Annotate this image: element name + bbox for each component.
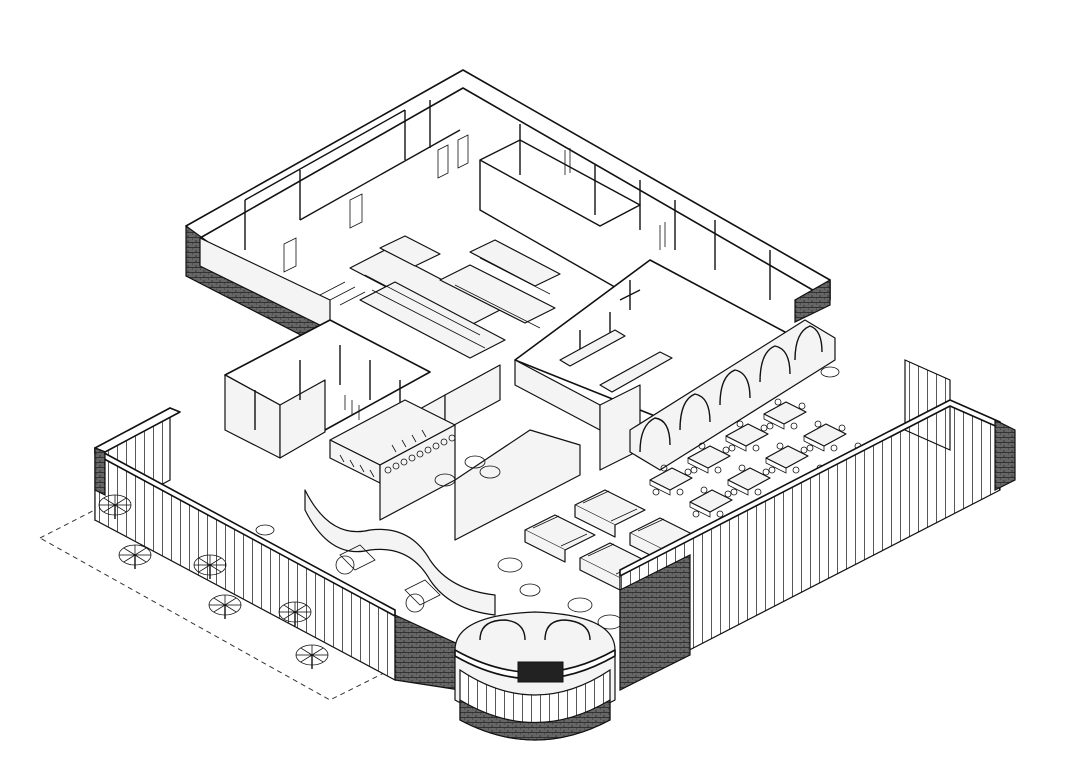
reception-desk [517, 661, 564, 683]
service-block [514, 259, 836, 471]
bar-stool [384, 466, 392, 474]
dining-table [689, 486, 733, 518]
bar-stools [384, 434, 456, 474]
patio-umbrellas [98, 494, 329, 669]
dining-table [803, 420, 847, 452]
entry-rotunda [394, 611, 616, 741]
bar-stool [432, 442, 440, 450]
lounge-curved-walls [304, 489, 496, 616]
curtain-walls [94, 359, 1016, 691]
bar-stool [440, 438, 448, 446]
bar-stool [392, 462, 400, 470]
dining-table [725, 420, 769, 452]
bar-stool [448, 434, 456, 442]
restroom-block [224, 319, 501, 459]
dining-table [763, 398, 807, 430]
arch-colonnade [629, 319, 836, 471]
umbrella-icon [193, 554, 227, 579]
dining-table [649, 464, 693, 496]
umbrella-icon [278, 601, 312, 626]
dining-table [727, 464, 771, 496]
booth-seat [524, 514, 596, 563]
umbrella-icon [98, 494, 132, 519]
umbrella-icon [118, 544, 152, 569]
dining-table [687, 442, 731, 474]
booth-seat [574, 489, 646, 538]
dining-table [765, 442, 809, 474]
kitchen-doors [283, 134, 666, 273]
kitchen-wing [185, 69, 831, 359]
patio-outline [38, 496, 422, 701]
bar-stool [424, 446, 432, 454]
kitchen-equipment [319, 235, 561, 359]
bar-area [329, 399, 581, 541]
bar-stool [416, 450, 424, 458]
umbrella-icon [208, 594, 242, 619]
umbrella-icon [295, 644, 329, 669]
bar-stool [400, 458, 408, 466]
bar-stool [408, 454, 416, 462]
